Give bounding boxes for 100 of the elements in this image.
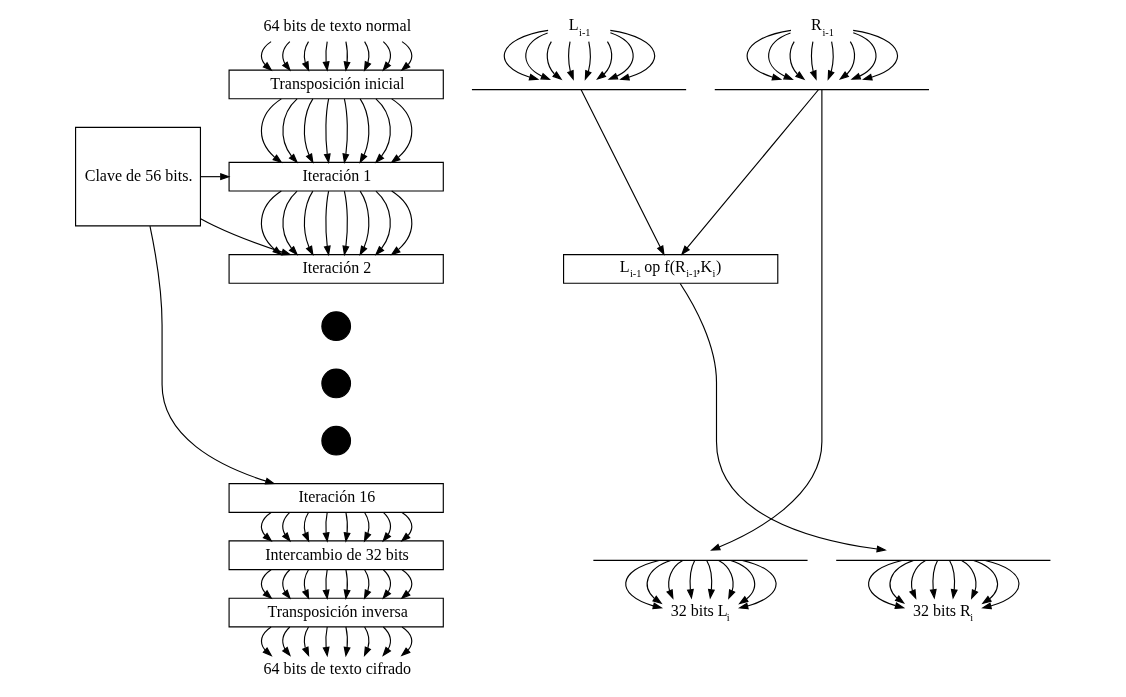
arrow [382, 569, 392, 600]
arrow [838, 41, 856, 81]
arrow [281, 511, 291, 543]
arrow [322, 511, 330, 543]
node-bracket [592, 559, 809, 561]
node-text: 64 bits de texto cifrado [263, 660, 412, 678]
arrow [850, 32, 877, 80]
node-circle [321, 311, 352, 342]
arrow [746, 29, 792, 81]
arrow [400, 511, 413, 543]
arrow [546, 41, 563, 81]
arrow [363, 569, 372, 600]
arrow [260, 626, 273, 657]
arrow [580, 89, 665, 256]
arrow [625, 559, 664, 610]
arrow [363, 41, 372, 72]
arrow [827, 41, 835, 81]
arrow [301, 569, 310, 600]
arrow [281, 41, 291, 72]
arrow [303, 98, 314, 164]
arrow [363, 626, 372, 658]
node-bracket [835, 559, 1051, 561]
arrow [584, 41, 592, 81]
arrow [525, 32, 552, 80]
node-bracket [471, 89, 687, 91]
arrow [382, 626, 392, 657]
arrow [260, 511, 273, 543]
arrow [666, 559, 684, 600]
node-text: L$_{i-1}$ [568, 16, 591, 38]
node-box: L$_{i-1}$ op f(R$_{i-1}$,K$_{i}$) [563, 254, 779, 284]
node-text: R$_{i-1}$ [811, 16, 834, 38]
arrow [809, 41, 817, 81]
arrow [730, 559, 756, 605]
arrow [607, 32, 634, 80]
node-box: Iteración 2 [228, 254, 444, 284]
arrow [343, 41, 351, 72]
node-bracket [714, 89, 930, 91]
arrow [400, 626, 413, 657]
arrow [686, 560, 696, 600]
arrow [710, 89, 823, 551]
arrow [301, 511, 310, 543]
arrow [363, 511, 372, 543]
arrow [949, 560, 958, 600]
arrow [359, 98, 370, 164]
arrow [390, 190, 413, 256]
node-text: 32 bits R$_{i}$ [912, 601, 974, 624]
arrow [929, 560, 939, 600]
arrow [503, 29, 549, 81]
arrow [342, 190, 350, 257]
arrow [768, 32, 794, 80]
arrow [260, 41, 273, 72]
arrow [343, 626, 351, 658]
arrow [281, 569, 291, 600]
arrow [281, 626, 291, 657]
arrow [282, 190, 299, 256]
arrow [323, 98, 331, 164]
arrow [609, 29, 656, 81]
arrow [323, 190, 331, 257]
arrow [718, 559, 736, 600]
arrow [973, 559, 998, 605]
node-circle [321, 368, 352, 399]
arrow [260, 98, 283, 164]
arrow [737, 559, 777, 610]
arrow [961, 559, 979, 600]
arrow [789, 41, 806, 81]
arrow [596, 41, 613, 81]
arrow [646, 559, 672, 605]
arrow [343, 511, 351, 543]
arrow [400, 569, 413, 600]
arrow [908, 559, 927, 600]
arrow [359, 190, 370, 256]
arrow [149, 225, 276, 485]
arrow [260, 569, 273, 600]
node-box: Iteración 1 [228, 161, 444, 192]
arrow [322, 41, 330, 72]
arrow [282, 98, 299, 164]
node-box: Intercambio de 32 bits [228, 540, 444, 571]
node-circle [321, 425, 352, 456]
arrow [374, 98, 391, 164]
arrow [868, 559, 906, 610]
arrow [382, 41, 392, 72]
arrow [566, 41, 574, 81]
arrow [301, 41, 310, 72]
arrow [342, 98, 350, 164]
arrow [680, 89, 819, 256]
arrow [852, 29, 899, 81]
arrow [981, 559, 1020, 610]
arrow [374, 190, 391, 256]
node-box: Iteración 16 [228, 483, 444, 513]
arrow [679, 282, 887, 553]
node-box: Transposición inicial [228, 69, 444, 100]
arrow [706, 560, 716, 600]
arrow [889, 559, 915, 604]
node-box: Clave de 56 bits. [75, 126, 201, 227]
node-text: 32 bits L$_{i}$ [670, 601, 730, 624]
node-text: 64 bits de texto normal [263, 17, 412, 35]
arrow [390, 98, 413, 164]
arrow [200, 173, 231, 181]
arrow [322, 626, 330, 658]
arrow [382, 511, 392, 543]
